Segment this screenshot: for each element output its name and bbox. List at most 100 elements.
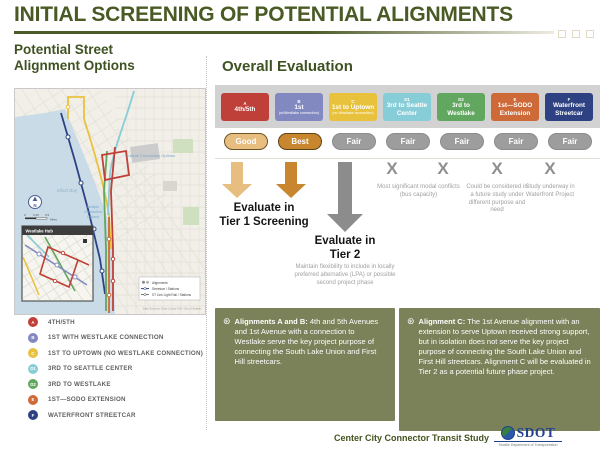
x-icon: X [437, 159, 449, 178]
legend-item: B 1ST WITH WESTLAKE CONNECTION [28, 332, 164, 344]
option-card-a: A 4th/5th [221, 93, 269, 121]
right-panel-heading: Overall Evaluation [222, 58, 353, 75]
svg-text:Streetcar / Stations: Streetcar / Stations [152, 287, 180, 291]
svg-text:Miles: Miles [50, 218, 58, 222]
inset-title: Westlake Hub [26, 229, 54, 234]
down-arrow-gray-icon [327, 162, 363, 232]
x-icon: X [491, 159, 503, 178]
down-arrow-dark-icon [276, 162, 306, 198]
footer-study-title: Center City Connector Transit Study [333, 433, 489, 443]
legend-label: 3RD TO SEATTLE CENTER [48, 365, 133, 372]
svg-text:Options: Options [87, 215, 99, 219]
map-water-annotation: Multiple Connection Options [84, 205, 102, 219]
ratings-divider [215, 158, 600, 159]
option-name: 3rd to Seattle Center [386, 102, 428, 117]
callout-bullet-icon: ⊛ [407, 316, 415, 326]
route-westlake-loop [101, 149, 130, 182]
map-annotation: Multiple Connection Options [125, 153, 175, 158]
rating-pill-fair: Fair [494, 133, 538, 150]
option-subtext: (no Westlake connection) [332, 111, 374, 116]
sdot-logo-icon [500, 426, 515, 440]
legend-dot: D1 [28, 363, 38, 374]
option-letter: B [297, 98, 301, 104]
down-arrow-light-icon [222, 162, 252, 198]
sdot-logo-subtext: Seattle Department of Transportation [498, 443, 558, 447]
westlake-hub-inset: Westlake Hub [21, 225, 94, 302]
water-label: Elliott Bay [57, 188, 78, 193]
decoration-square [586, 30, 594, 38]
tier2-note: Maintain flexibility to include in local… [294, 264, 396, 286]
sdot-logo-rule [494, 441, 562, 442]
x-icon: X [544, 159, 556, 178]
option-name: 1st [294, 103, 304, 111]
left-panel-heading: Potential Street Alignment Options [14, 42, 135, 73]
legend-dot: E [28, 394, 38, 405]
option-card-d2: D2 3rd to Westlake [437, 93, 485, 121]
alignment-map: Elliott Bay [0, 27, 206, 332]
option-card-b: B 1st (w/Westlake connection) [275, 93, 323, 121]
route-stations [65, 104, 116, 298]
callout-text: Alignments A and B: 4th and 5th Avenues … [234, 317, 379, 367]
option-name: Waterfront Streetcar [552, 102, 586, 117]
decoration-square [558, 30, 566, 38]
svg-text:0: 0 [24, 213, 26, 217]
legend-label: 1ST TO UPTOWN (NO WESTLAKE CONNECTION) [48, 349, 204, 357]
option-letter: E [513, 97, 517, 103]
scale-bar: 0 0.25 0.5 Miles [24, 213, 58, 222]
svg-text:ST Link Light Rail / Stations: ST Link Light Rail / Stations [152, 293, 192, 297]
panel-divider [206, 56, 207, 430]
rating-pill-fair: Fair [386, 133, 430, 150]
option-subtext: (w/Westlake connection) [278, 111, 320, 116]
decoration-square [572, 30, 580, 38]
svg-text:Connection: Connection [84, 210, 102, 214]
sdot-logo: SDOT Seattle Department of Transportatio… [492, 425, 564, 447]
legend-dot: D2 [28, 379, 38, 389]
option-card-c: C 1st to Uptown (no Westlake connection) [329, 93, 377, 121]
route-3rd-westlake [103, 150, 108, 311]
option-name: 3rd to Westlake [447, 102, 475, 117]
legend-dot: F [28, 410, 38, 420]
legend-dot: C [28, 348, 38, 358]
legend-label: 4TH/5TH [48, 318, 75, 326]
svg-text:0.5: 0.5 [45, 213, 50, 217]
rating-pill-fair: Fair [332, 133, 376, 150]
option-card-d1: D1 3rd to Seattle Center [383, 93, 431, 121]
rating-pill-fair: Fair [440, 133, 484, 150]
route-3rd-seattle-center [107, 90, 135, 216]
eliminated-note: Could be considered in a future study un… [466, 184, 528, 214]
option-letter: D2 [458, 97, 464, 103]
svg-text:Multiple: Multiple [87, 205, 99, 209]
rating-pill-best: Best [278, 133, 322, 150]
legend-item: C 1ST TO UPTOWN (NO WESTLAKE CONNECTION) [28, 347, 203, 359]
legend-item: D1 3RD TO SEATTLE CENTER [28, 363, 132, 375]
eliminated-note: Most significant modal conflicts (bus ca… [377, 184, 460, 198]
rating-pill-fair: Fair [548, 133, 592, 150]
eliminated-note: Study underway in Waterfront Project [525, 184, 575, 198]
sdot-logo-text: SDOT [516, 425, 556, 440]
map-legend: Alignments Streetcar / Stations ST Link … [138, 276, 201, 301]
option-name: 4th/5th [234, 105, 256, 113]
north-arrow-icon: N [28, 195, 42, 209]
rating-pill-good: Good [224, 133, 268, 150]
legend-item: D2 3RD TO WESTLAKE [28, 378, 111, 390]
option-name: 1st—SODO Extension [497, 102, 533, 117]
legend-label: WATERFRONT STREETCAR [48, 411, 136, 419]
map-graphic: Elliott Bay [0, 27, 206, 332]
page-title: INITIAL SCREENING OF POTENTIAL ALIGNMENT… [14, 3, 513, 26]
option-letter: A [243, 100, 247, 106]
x-icon: X [386, 159, 398, 178]
option-card-f: F Waterfront Streetcar [545, 93, 593, 121]
legend-dot: B [28, 332, 38, 343]
svg-text:N: N [33, 203, 36, 208]
option-letter: F [567, 97, 571, 103]
svg-text:Alignments: Alignments [152, 281, 168, 285]
option-letter: D1 [404, 97, 410, 103]
svg-text:0.25: 0.25 [33, 213, 39, 217]
legend-item: F WATERFRONT STREETCAR [28, 409, 136, 421]
legend-label: 1ST WITH WESTLAKE CONNECTION [48, 334, 164, 341]
callout-text: Alignment C: The 1st Avenue alignment wi… [418, 317, 591, 377]
option-name: 1st to Uptown [331, 103, 375, 111]
